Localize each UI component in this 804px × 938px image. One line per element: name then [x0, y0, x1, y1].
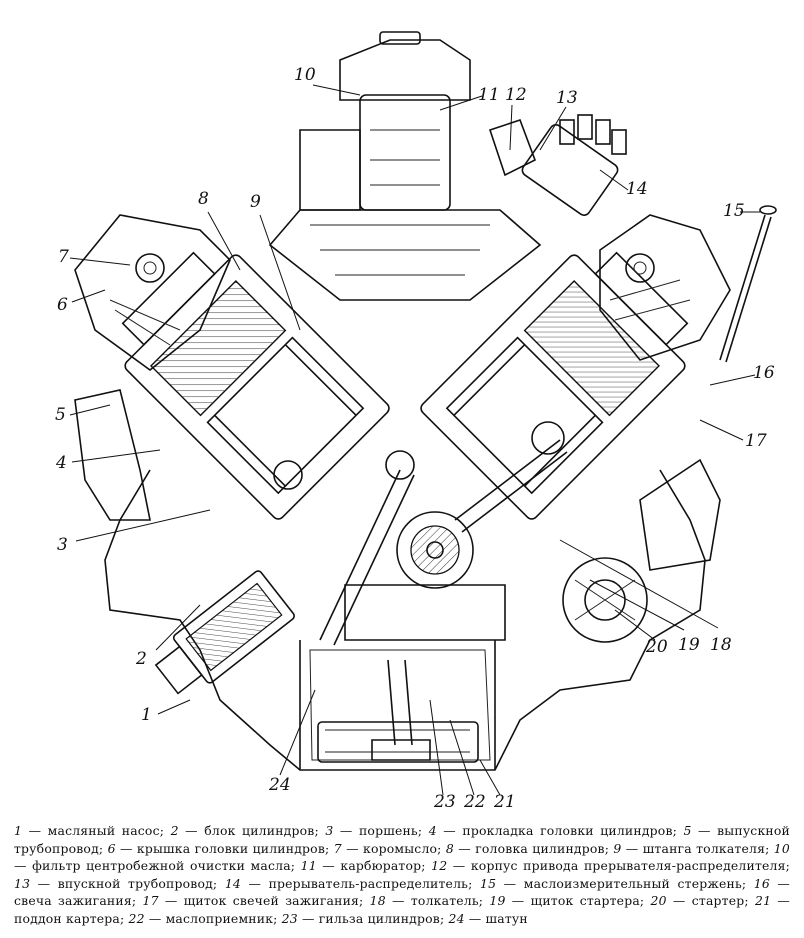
legend-item-13: 13 — впускной трубопровод; — [14, 875, 218, 891]
legend-item-10: 10 — фильтр центробежной очистки масла; — [14, 840, 790, 874]
oil-pump — [154, 570, 295, 695]
crankcase-block — [104, 469, 706, 771]
callout-4: 4 — [55, 453, 67, 473]
callout-labels: 1 2 3 4 5 6 7 8 9 10 11 12 13 14 15 16 1… — [55, 65, 775, 812]
legend-item-5: 5 — выпускной трубопровод; — [14, 823, 790, 856]
exhaust-manifolds — [74, 389, 721, 571]
callout-5: 5 — [55, 405, 66, 425]
legend-item-6: 6 — крышка головки цилиндров; — [107, 840, 330, 856]
right-cylinder-bank — [420, 251, 689, 520]
callout-14: 14 — [626, 179, 648, 199]
legend-item-7: 7 — коромысло; — [333, 840, 442, 856]
callout-8: 8 — [198, 189, 209, 209]
callout-2: 2 — [135, 649, 147, 669]
legend-item-24: 24 — шатун — [448, 910, 528, 926]
dipstick — [719, 205, 777, 363]
legend-item-14: 14 — прерыватель-распределитель; — [224, 875, 473, 891]
callout-1: 1 — [141, 705, 152, 725]
callout-16: 16 — [753, 363, 775, 383]
legend-item-15: 15 — маслоизмерительный стержень; — [480, 875, 747, 891]
left-valve-cover — [74, 214, 231, 372]
legend-item-9: 9 — штанга толкателя; — [613, 840, 770, 856]
legend-item-18: 18 — толкатель; — [369, 893, 484, 909]
crankshaft — [273, 421, 568, 646]
legend-item-16: 16 — свеча зажигания; — [14, 875, 791, 909]
distributor — [488, 114, 627, 216]
callout-22: 22 — [463, 792, 486, 812]
callout-10: 10 — [294, 65, 316, 85]
callout-21: 21 — [493, 792, 516, 812]
leader-lines — [69, 84, 760, 796]
callout-11: 11 — [478, 85, 500, 105]
callout-20: 20 — [645, 637, 668, 657]
callout-3: 3 — [57, 535, 68, 555]
callout-7: 7 — [58, 247, 69, 267]
callout-23: 23 — [433, 792, 456, 812]
legend-item-17: 17 — щиток свечей зажигания; — [142, 893, 364, 909]
left-cylinder-bank — [121, 251, 390, 520]
legend-item-2: 2 — блок цилиндров; — [170, 823, 319, 838]
figure-legend: 1 — масляный насос; 2 — блок цилиндров; … — [14, 822, 790, 928]
legend-item-3: 3 — поршень; — [325, 823, 423, 838]
legend-item-12: 12 — корпус привода прерывателя-распреде… — [431, 858, 791, 874]
legend-item-19: 19 — щиток стартера; — [489, 893, 645, 909]
callout-12: 12 — [505, 85, 527, 105]
callout-19: 19 — [678, 635, 700, 655]
legend-item-4: 4 — прокладка головки цилиндров; — [428, 823, 677, 838]
legend-item-1: 1 — масляный насос; — [14, 823, 165, 838]
legend-item-22: 22 — маслоприемник; — [128, 910, 278, 926]
callout-9: 9 — [250, 192, 261, 212]
callout-18: 18 — [710, 635, 732, 655]
legend-item-21: 21 — поддон картера; — [14, 893, 790, 926]
engine-cross-section-drawing: 1 2 3 4 5 6 7 8 9 10 11 12 13 14 15 16 1… — [55, 31, 777, 812]
starter — [562, 557, 648, 643]
callout-6: 6 — [57, 295, 68, 315]
callout-24: 24 — [268, 775, 291, 795]
callout-17: 17 — [745, 431, 767, 451]
legend-item-23: 23 — гильза цилиндров; — [281, 910, 445, 926]
legend-item-11: 11 — карбюратор; — [300, 858, 426, 874]
callout-15: 15 — [723, 201, 745, 221]
oil-pan — [317, 659, 479, 763]
right-valve-cover — [599, 214, 731, 361]
callout-13: 13 — [556, 88, 578, 108]
legend-item-20: 20 — стартер; — [650, 893, 749, 909]
legend-item-8: 8 — головка цилиндров; — [445, 840, 610, 856]
